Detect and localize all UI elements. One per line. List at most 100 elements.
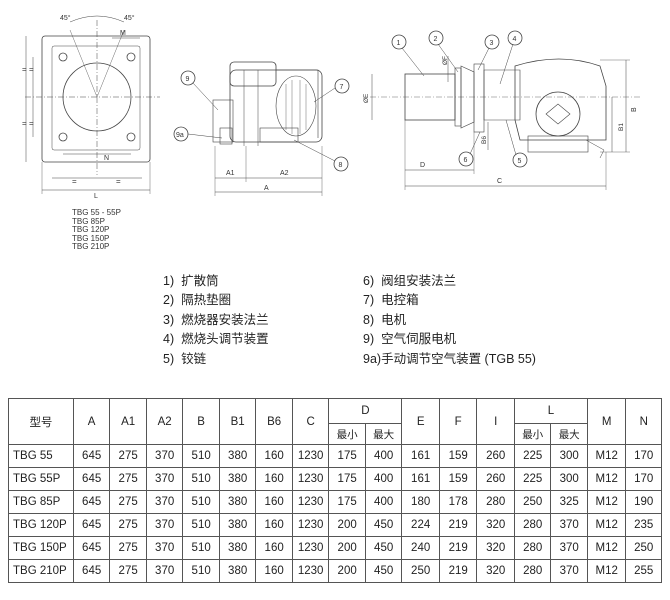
table-cell: 160 bbox=[255, 444, 293, 468]
table-cell: M12 bbox=[586, 513, 627, 537]
table-cell: 159 bbox=[438, 467, 478, 491]
dim-label-f: ØF bbox=[442, 56, 449, 65]
legend-num: 8) bbox=[363, 312, 375, 327]
header-l-min: 最小 bbox=[513, 423, 552, 445]
legend-text: 扩散筒 bbox=[181, 274, 219, 288]
dim-label-eq-vertical-3: = bbox=[29, 65, 34, 74]
legend-item: 9a)手动调节空气装置 (TGB 55) bbox=[363, 350, 536, 369]
legend-text: 手动调节空气装置 (TGB 55) bbox=[381, 351, 536, 366]
table-cell: 645 bbox=[72, 513, 111, 537]
dim-label-a: A bbox=[264, 185, 269, 192]
table-cell: 645 bbox=[72, 490, 111, 514]
models-list-item: TBG 120P bbox=[72, 225, 110, 235]
dim-label-n: N bbox=[104, 155, 109, 162]
table-cell: 300 bbox=[550, 444, 588, 468]
angle-label-left: 45° bbox=[60, 14, 71, 22]
table-cell: 380 bbox=[218, 513, 257, 537]
table-cell: M12 bbox=[586, 467, 627, 491]
table-cell: 159 bbox=[438, 444, 478, 468]
table-cell: 160 bbox=[255, 536, 293, 560]
table-cell: 370 bbox=[145, 536, 184, 560]
table-cell: 510 bbox=[182, 536, 220, 560]
callout-3: 3 bbox=[490, 40, 494, 47]
header-model: 型号 bbox=[8, 398, 74, 445]
table-cell: 235 bbox=[625, 513, 662, 537]
legend-num: 7) bbox=[363, 293, 375, 308]
table-cell: 645 bbox=[72, 467, 111, 491]
callout-6: 6 bbox=[464, 157, 468, 164]
header-d-min: 最小 bbox=[328, 423, 366, 445]
callout-2: 2 bbox=[434, 36, 438, 43]
table-cell: 370 bbox=[145, 467, 184, 491]
table-cell: 510 bbox=[182, 444, 220, 468]
table-cell: 370 bbox=[145, 559, 184, 583]
dim-label-a1: A1 bbox=[226, 170, 235, 177]
dim-label-eq-horizontal-1: = bbox=[72, 177, 77, 186]
cell-model: TBG 55 bbox=[8, 444, 74, 468]
table-cell: 225 bbox=[513, 444, 552, 468]
header-d-max: 最大 bbox=[364, 423, 403, 445]
table-cell: 200 bbox=[328, 536, 366, 560]
legend-num: 5) bbox=[163, 351, 175, 366]
table-cell: 175 bbox=[328, 467, 366, 491]
angle-label-right: 45° bbox=[124, 14, 135, 22]
legend-text: 电机 bbox=[381, 312, 407, 327]
callout-4: 4 bbox=[513, 36, 517, 43]
table-cell: 190 bbox=[625, 490, 662, 514]
table-cell: 280 bbox=[513, 513, 552, 537]
legend-item: 6) 阀组安装法兰 bbox=[363, 272, 536, 291]
table-cell: 170 bbox=[625, 444, 662, 468]
cell-model: TBG 210P bbox=[8, 559, 74, 583]
table-cell: 280 bbox=[513, 559, 552, 583]
table-cell: 260 bbox=[476, 467, 515, 491]
header-e: E bbox=[401, 398, 440, 445]
table-cell: 240 bbox=[401, 536, 440, 560]
header-m: M bbox=[586, 398, 627, 445]
table-cell: 320 bbox=[476, 536, 515, 560]
table-cell: 370 bbox=[550, 513, 588, 537]
table-cell: 450 bbox=[364, 559, 403, 583]
table-cell: 380 bbox=[218, 559, 257, 583]
header-b1: B1 bbox=[218, 398, 257, 445]
table-cell: M12 bbox=[586, 490, 627, 514]
dim-label-l: L bbox=[94, 193, 98, 200]
table-cell: 180 bbox=[401, 490, 440, 514]
models-list-item: TBG 55 - 55P bbox=[72, 208, 121, 217]
table-cell: 1230 bbox=[291, 559, 330, 583]
table-cell: 275 bbox=[109, 559, 147, 583]
dim-label-eq-vertical-2: = bbox=[22, 119, 27, 128]
legend-num: 3) bbox=[163, 312, 175, 327]
legend-item: 1) 扩散筒 bbox=[163, 272, 269, 291]
table-cell: 320 bbox=[476, 559, 515, 583]
header-l-max: 最大 bbox=[550, 423, 588, 445]
table-cell: 219 bbox=[438, 513, 478, 537]
table-cell: 400 bbox=[364, 467, 403, 491]
cell-model: TBG 120P bbox=[8, 513, 74, 537]
table-cell: 161 bbox=[401, 467, 440, 491]
dim-label-c: C bbox=[497, 178, 502, 185]
callout-8: 8 bbox=[339, 162, 343, 169]
header-d: D bbox=[328, 398, 403, 424]
table-cell: 175 bbox=[328, 444, 366, 468]
table-cell: 1230 bbox=[291, 467, 330, 491]
legend-num: 1) bbox=[163, 274, 175, 288]
legend-num: 9) bbox=[363, 332, 375, 347]
header-a: A bbox=[72, 398, 111, 445]
callout-5: 5 bbox=[518, 158, 522, 165]
dim-label-d: D bbox=[420, 162, 425, 169]
table-cell: 400 bbox=[364, 490, 403, 514]
models-list-item: TBG 85P bbox=[72, 216, 105, 226]
callout-9: 9 bbox=[186, 76, 190, 83]
table-cell: 260 bbox=[476, 444, 515, 468]
legend-num: 9a) bbox=[363, 351, 382, 366]
table-cell: 200 bbox=[328, 513, 366, 537]
table-cell: 380 bbox=[218, 444, 257, 468]
legend-num: 4) bbox=[163, 332, 175, 347]
legend-num: 2) bbox=[163, 293, 175, 308]
table-cell: 255 bbox=[625, 559, 662, 583]
cell-model: TBG 150P bbox=[8, 536, 74, 560]
legend-text: 电控箱 bbox=[381, 293, 419, 308]
table-cell: 219 bbox=[438, 536, 478, 560]
table-cell: 450 bbox=[364, 536, 403, 560]
